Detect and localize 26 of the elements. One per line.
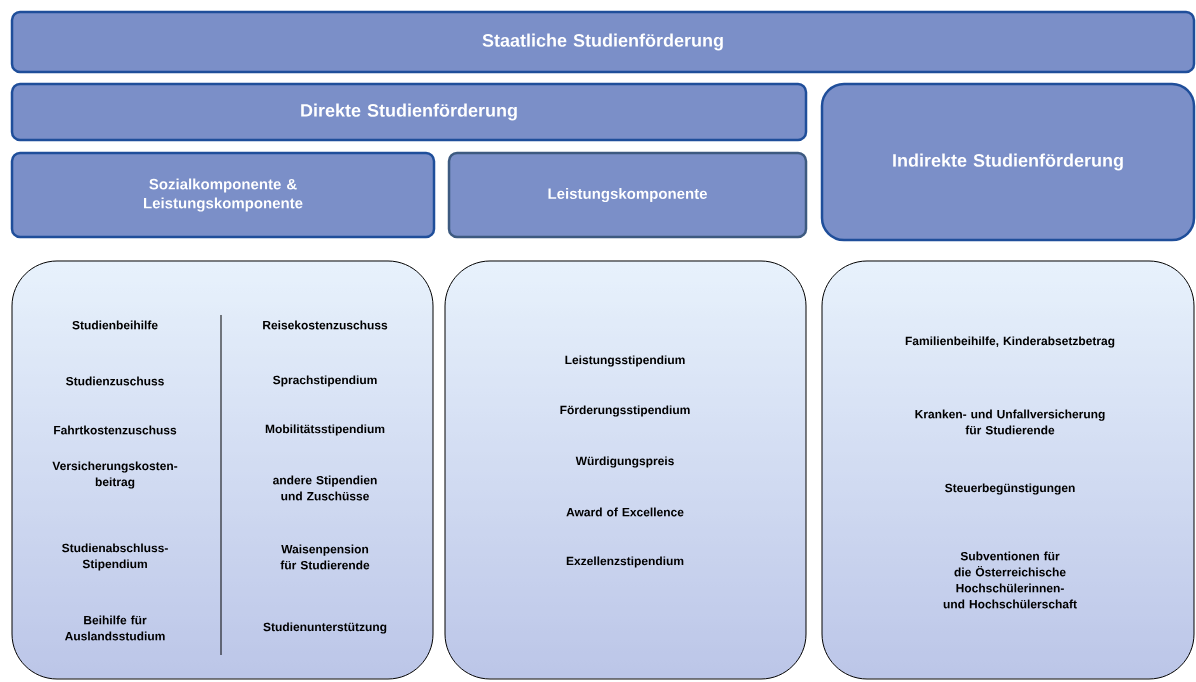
list-item: Studienabschluss-Stipendium bbox=[62, 543, 168, 571]
list-item: Kranken- und Unfallversicherung für Studierende bbox=[915, 409, 1105, 435]
list-item: Familienbeihilfe, Kinderabsetzbetrag bbox=[905, 336, 1115, 348]
list-item: Studienbeihilfe bbox=[72, 320, 158, 330]
list-item: Exzellenzstipendium bbox=[566, 556, 684, 568]
header-band: Staatliche Studienförderung bbox=[10, 10, 1196, 74]
list-item: Waisenpension für Studierende bbox=[280, 544, 370, 570]
list-item: Sprachstipendium bbox=[273, 375, 377, 387]
list-item: Reisekostenzuschuss bbox=[263, 320, 388, 330]
list-item: Beihilfe für Auslandsstudium bbox=[64, 615, 165, 641]
list-item: Award of Excellence bbox=[566, 507, 684, 517]
list-item: Versicherungskosten-beitrag bbox=[52, 461, 178, 489]
list-item: Steuerbegünstigungen bbox=[945, 483, 1075, 495]
list-item: Würdigungspreis bbox=[575, 456, 674, 468]
list-item: Fahrtkostenzuschuss bbox=[54, 425, 177, 435]
header-band: Sozialkomponente & Leistungskomponente bbox=[10, 151, 436, 239]
list-item: Förderungsstipendium bbox=[560, 405, 690, 417]
list-item: andere Stipendien und Zuschüsse bbox=[273, 475, 377, 501]
list-item: Subventionen für die Österreichische Hochschülerinnen- und Hochschülerschaft bbox=[943, 551, 1077, 609]
list-item: Mobilitätsstipendium bbox=[265, 424, 385, 436]
header-band: Leistungskomponente bbox=[447, 151, 808, 239]
list-item: Studienzuschuss bbox=[66, 376, 164, 386]
header-band: Direkte Studienförderung bbox=[10, 82, 808, 142]
list-item: Studienunterstützung bbox=[263, 622, 387, 634]
header-band: Indirekte Studienförderung bbox=[820, 82, 1196, 242]
list-item: Leistungsstipendium bbox=[565, 355, 685, 367]
